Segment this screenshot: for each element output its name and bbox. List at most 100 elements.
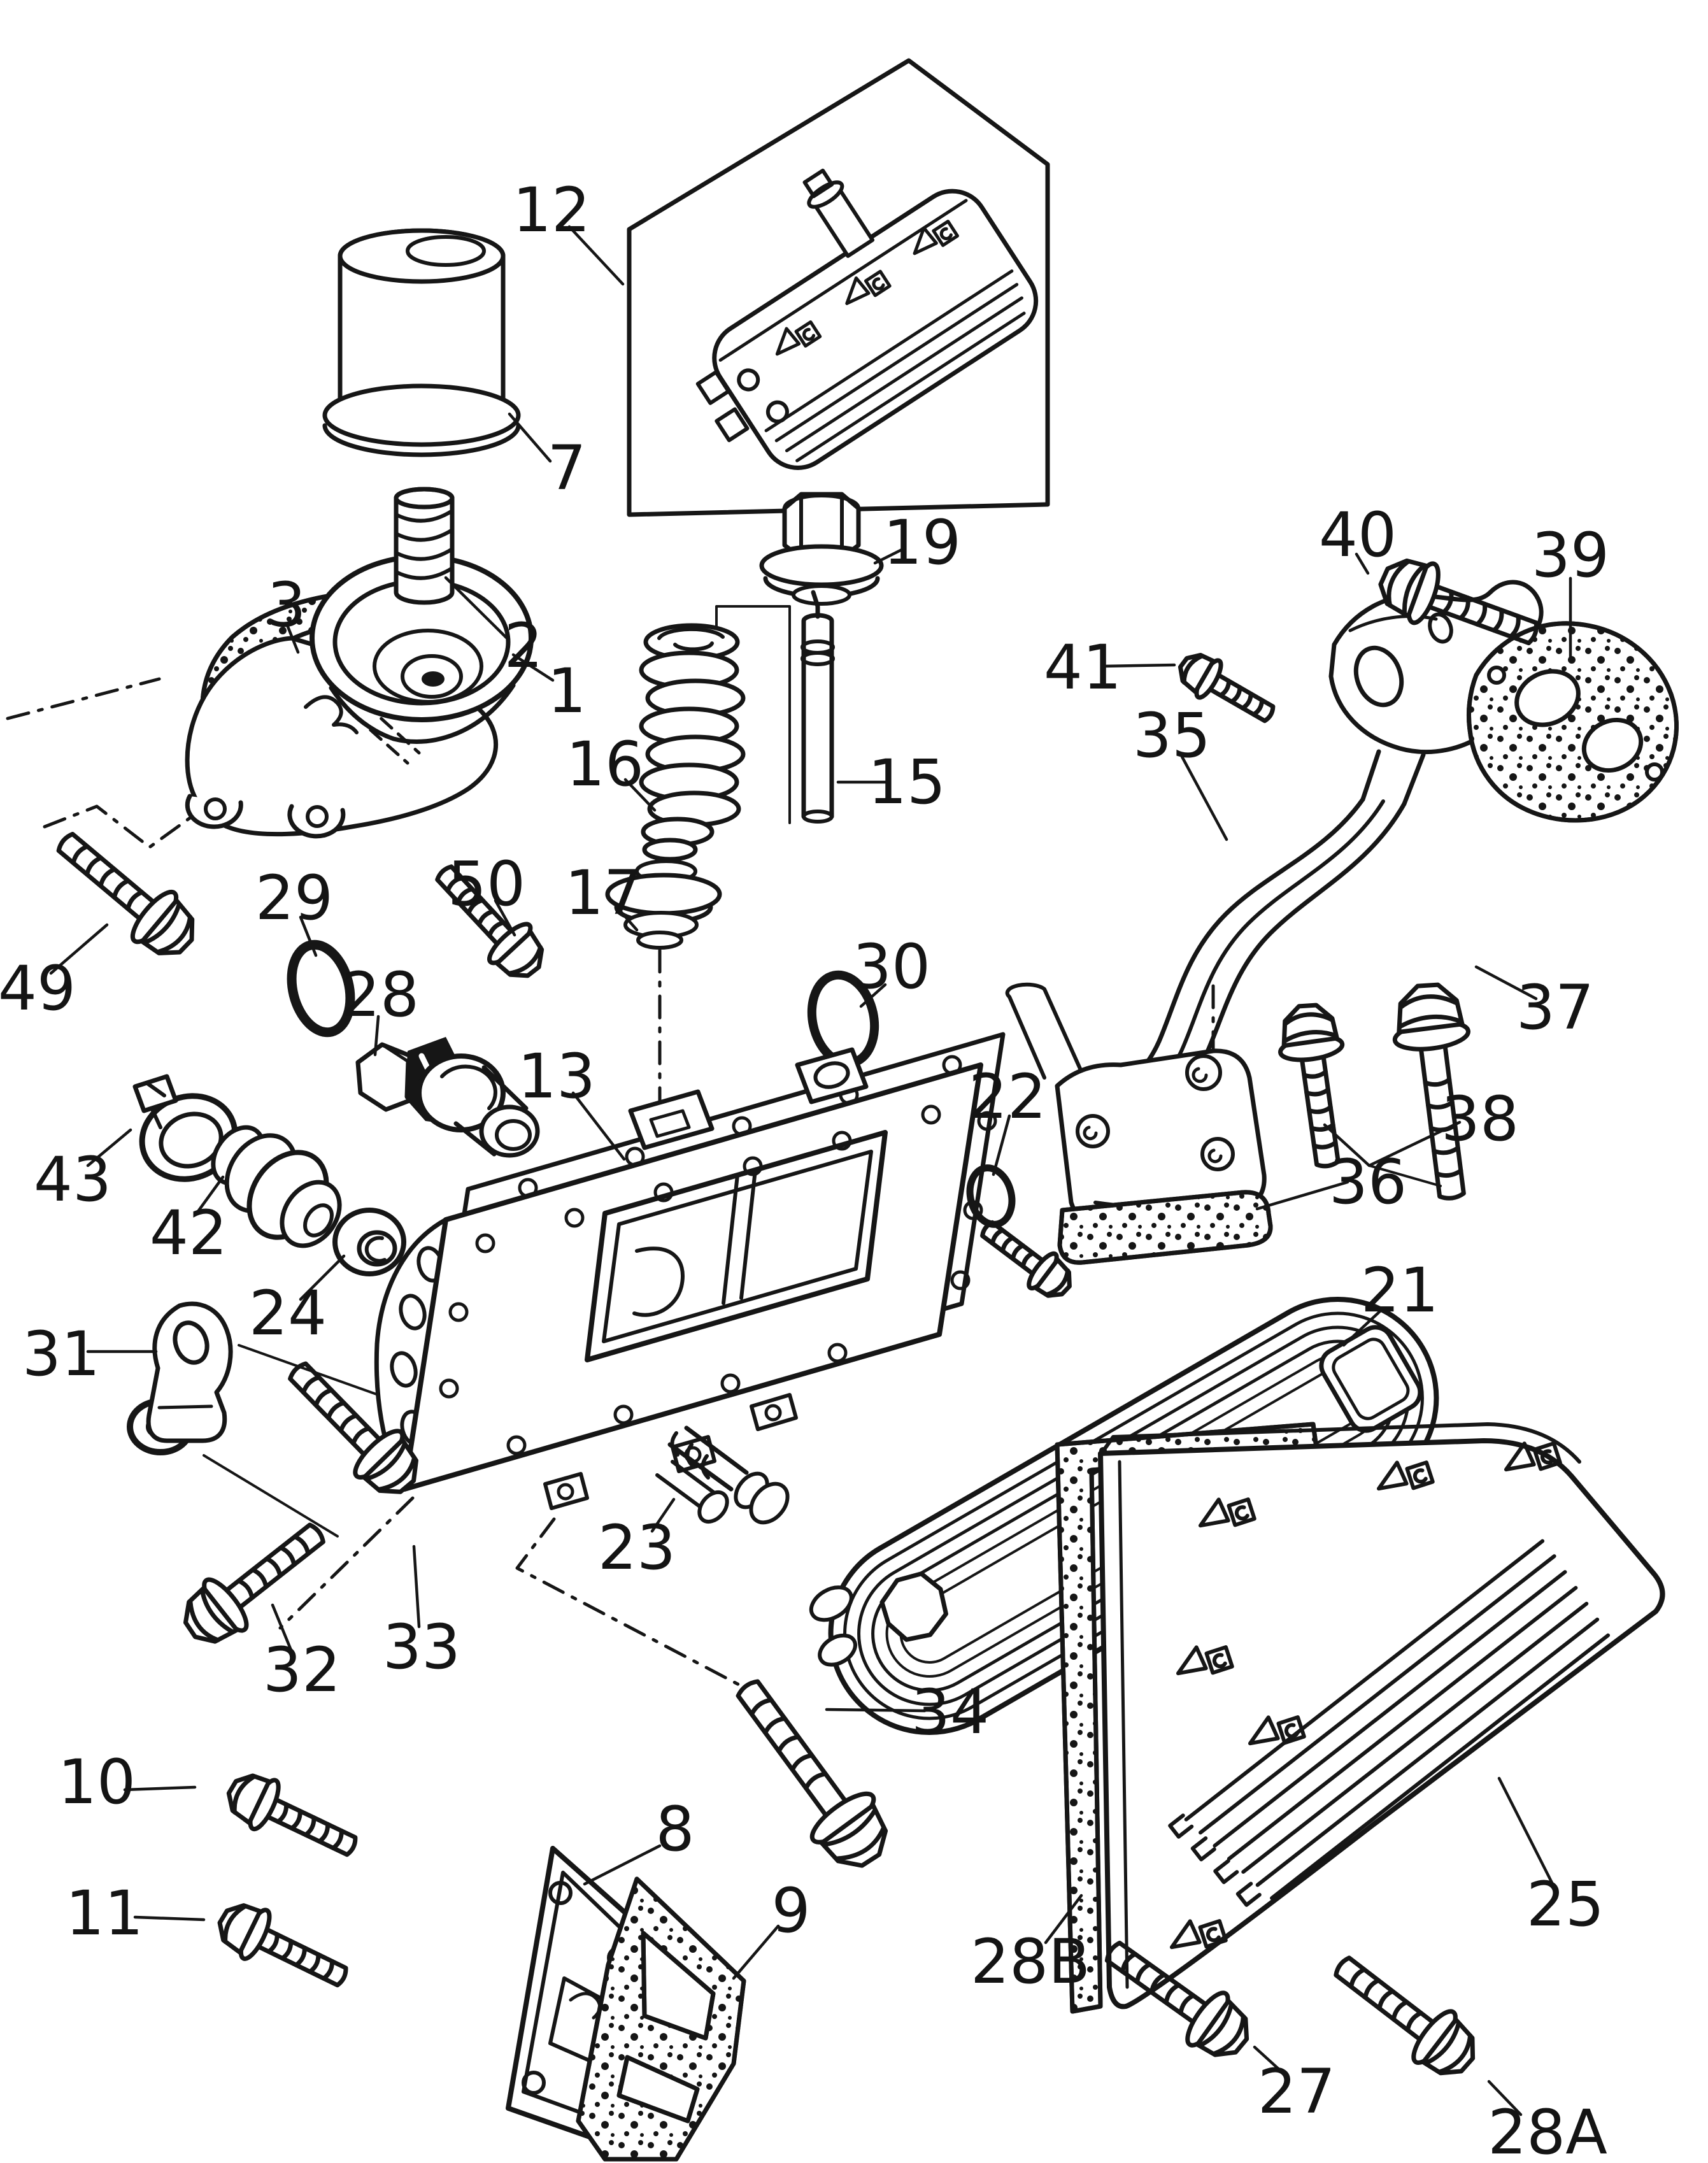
callout-39: 39 bbox=[1532, 520, 1609, 662]
callout-29: 29 bbox=[255, 862, 333, 957]
leader-line-17 bbox=[617, 908, 639, 932]
part-number-3: 3 bbox=[267, 569, 306, 641]
window-outer bbox=[585, 1130, 888, 1362]
retainer-17 bbox=[605, 859, 722, 950]
part-number-19: 19 bbox=[883, 507, 961, 578]
part-number-28: 28 bbox=[341, 959, 419, 1031]
callout-23: 23 bbox=[598, 1497, 676, 1583]
callout-2: 2 bbox=[444, 576, 543, 682]
callout-13: 13 bbox=[518, 1041, 626, 1161]
part-number-43: 43 bbox=[34, 1144, 111, 1215]
part-number-32: 32 bbox=[263, 1634, 341, 1706]
part-number-50: 50 bbox=[448, 848, 525, 920]
part-number-21: 21 bbox=[1361, 1255, 1439, 1326]
callout-34: 34 bbox=[825, 1676, 989, 1748]
part-number-24: 24 bbox=[249, 1278, 327, 1349]
part-number-13: 13 bbox=[518, 1041, 595, 1112]
oil-filter-7 bbox=[322, 228, 521, 457]
leader-line-32 bbox=[271, 1603, 295, 1657]
callout-42: 42 bbox=[150, 1175, 227, 1269]
callout-3: 3 bbox=[267, 569, 306, 654]
callout-49: 49 bbox=[0, 923, 109, 1024]
leader-line-10 bbox=[123, 1785, 197, 1792]
part-number-30: 30 bbox=[853, 931, 930, 1003]
gasket-36 bbox=[1057, 1190, 1273, 1265]
leader-line-27 bbox=[1253, 2045, 1285, 2074]
callout-12: 12 bbox=[513, 175, 625, 286]
callout-33: 33 bbox=[383, 1545, 460, 1683]
part-number-16: 16 bbox=[566, 729, 644, 800]
bolt-28A bbox=[1321, 1940, 1488, 2088]
leader-line-8 bbox=[583, 1844, 662, 1886]
part-number-49: 49 bbox=[0, 953, 76, 1024]
spring-16 bbox=[639, 623, 746, 862]
part-number-1: 1 bbox=[547, 655, 586, 727]
callout-9: 9 bbox=[732, 1875, 811, 1980]
housing-13 bbox=[374, 1032, 1006, 1510]
window-inner bbox=[602, 1150, 873, 1343]
part-number-33: 33 bbox=[383, 1611, 460, 1683]
leader-line-35 bbox=[1180, 755, 1228, 841]
callout-19: 19 bbox=[873, 507, 961, 578]
part-number-34: 34 bbox=[911, 1676, 989, 1748]
leader-line-43 bbox=[86, 1128, 132, 1167]
part-number-41: 41 bbox=[1044, 632, 1121, 703]
leader-line-38 bbox=[1323, 1120, 1462, 1167]
leader-line-30 bbox=[859, 983, 887, 1008]
bolt-49 bbox=[43, 817, 208, 969]
leader-line-11 bbox=[133, 1915, 206, 1922]
callout-24: 24 bbox=[249, 1254, 346, 1349]
gasket-39 bbox=[1467, 621, 1679, 823]
callout-22: 22 bbox=[969, 1061, 1046, 1176]
hose-clamp-43 bbox=[132, 1074, 238, 1182]
callout-37: 37 bbox=[1474, 965, 1594, 1043]
grommet-24 bbox=[332, 1208, 406, 1276]
callout-10: 10 bbox=[58, 1746, 197, 1818]
leader-line-9 bbox=[732, 1924, 780, 1980]
bracket-31 bbox=[127, 1301, 233, 1455]
callout-28: 28 bbox=[341, 959, 419, 1057]
leader-line-2 bbox=[444, 576, 510, 641]
leader-line-22 bbox=[992, 1114, 1011, 1176]
o-ring-29 bbox=[287, 939, 355, 1038]
leader-line-25 bbox=[1497, 1776, 1556, 1888]
leader-line-41 bbox=[1100, 663, 1176, 668]
part-number-40: 40 bbox=[1319, 499, 1397, 571]
leader-line-16 bbox=[623, 778, 657, 812]
leader-line-12 bbox=[567, 225, 625, 286]
part-number-22: 22 bbox=[969, 1061, 1046, 1132]
callout-27: 27 bbox=[1253, 2045, 1335, 2127]
callout-41: 41 bbox=[1044, 632, 1176, 703]
gasket-28B bbox=[1055, 1422, 1320, 2014]
part-number-35: 35 bbox=[1133, 700, 1211, 771]
callout-28A: 28A bbox=[1487, 2080, 1607, 2163]
leader-line-33 bbox=[412, 1545, 421, 1629]
part-number-11: 11 bbox=[66, 1878, 143, 1949]
gasket-9 bbox=[576, 1876, 746, 2162]
part-number-23: 23 bbox=[598, 1512, 676, 1583]
boss-a bbox=[628, 1089, 715, 1150]
part-number-29: 29 bbox=[255, 862, 333, 934]
cap-42 bbox=[211, 1125, 342, 1248]
inset-assembled-unit bbox=[627, 58, 1050, 517]
leader-line-29 bbox=[299, 915, 318, 957]
callout-1: 1 bbox=[511, 653, 587, 727]
leader-line-28 bbox=[373, 1015, 380, 1057]
leader-line-37 bbox=[1474, 965, 1538, 1001]
callout-28B: 28B bbox=[971, 1894, 1090, 1997]
callout-31: 31 bbox=[22, 1318, 158, 1390]
part-number-31: 31 bbox=[22, 1318, 100, 1390]
leader-line-24 bbox=[299, 1254, 346, 1301]
fitting-23 bbox=[655, 1425, 790, 1525]
leader-line-21 bbox=[1342, 1306, 1385, 1347]
callout-32: 32 bbox=[263, 1603, 341, 1706]
callout-38: 38 bbox=[1323, 1083, 1519, 1167]
part-number-28A: 28A bbox=[1488, 2097, 1607, 2163]
plug-19 bbox=[759, 492, 884, 606]
callout-21: 21 bbox=[1342, 1255, 1439, 1347]
cooler-cover-25 bbox=[1098, 1422, 1665, 2010]
part-number-17: 17 bbox=[565, 857, 643, 929]
leader-line-28B bbox=[1044, 1894, 1083, 1945]
